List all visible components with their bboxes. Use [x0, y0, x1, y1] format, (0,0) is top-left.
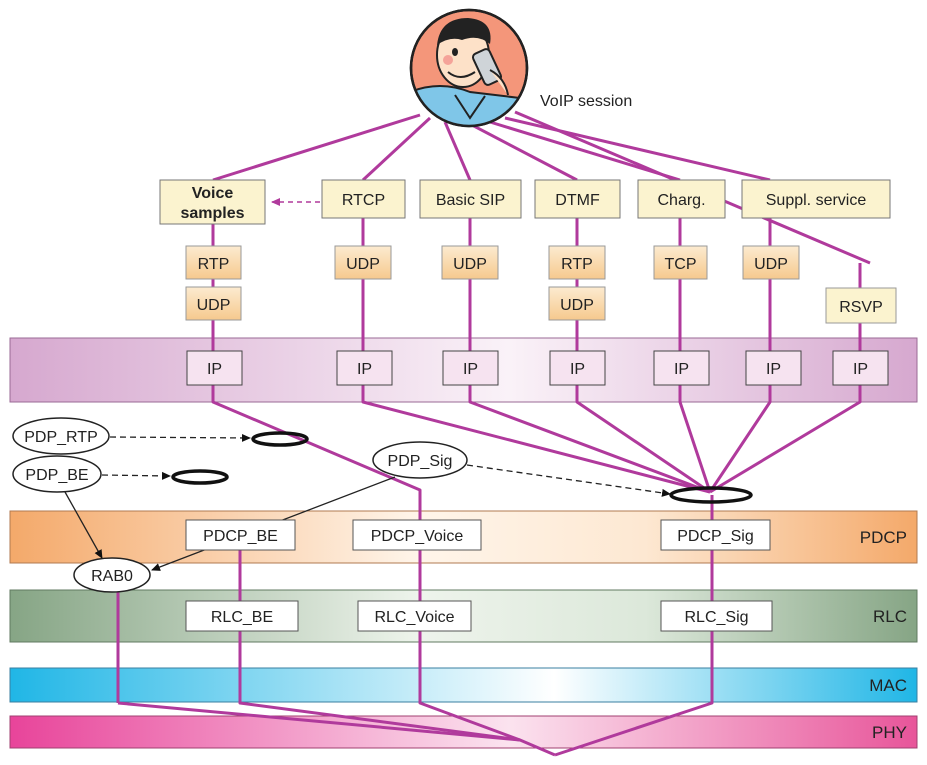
udp-label: UDP [346, 256, 380, 273]
voice-samples-label-line2: samples [180, 205, 244, 222]
pdp-sig-node: PDP_Sig [372, 441, 468, 479]
udp-label: UDP [560, 297, 594, 314]
rab0-label: RAB0 [91, 568, 133, 585]
ip-label: IP [853, 361, 868, 378]
pdp-be-arrow [101, 471, 171, 480]
ip-label: IP [207, 361, 222, 378]
transport-rsvp: RSVP [825, 287, 897, 324]
rtcp-label: RTCP [342, 192, 385, 209]
pdp-be-context-ring [171, 469, 229, 485]
pdp-be-to-rab-arrow [64, 491, 103, 559]
person-on-phone-icon [409, 8, 529, 128]
rab0-node: RAB0 [73, 557, 151, 593]
rlc-voice-label: RLC_Voice [374, 609, 454, 626]
pdp-sig-context-ring [669, 486, 753, 504]
ip-boxes: IP IP IP IP IP IP IP [186, 350, 889, 386]
transport-tcp-charg: TCP [653, 245, 708, 280]
transport-udp-dtmf: UDP [548, 286, 606, 321]
phy-layer-label: PHY [872, 723, 907, 742]
rtp-label: RTP [561, 256, 593, 273]
ip-label: IP [357, 361, 372, 378]
tcp-label: TCP [665, 256, 697, 273]
flow-lines [116, 110, 871, 757]
transport-rtp-dtmf: RTP [548, 245, 606, 280]
rlc-be-label: RLC_BE [211, 609, 273, 626]
pdp-sig-arrow [466, 464, 671, 497]
app-box-basic-sip: Basic SIP [419, 179, 522, 219]
mac-layer-label: MAC [869, 676, 907, 695]
app-box-voice-samples: Voice samples [159, 179, 266, 225]
mac-layer-band [9, 667, 918, 703]
app-box-dtmf: DTMF [534, 179, 621, 219]
ip-label: IP [463, 361, 478, 378]
pdp-be-label: PDP_BE [25, 467, 88, 484]
transport-udp-voice: UDP [185, 286, 242, 321]
udp-label: UDP [453, 256, 487, 273]
rlc-sig-label: RLC_Sig [684, 609, 748, 626]
pdp-rtp-label: PDP_RTP [24, 429, 98, 446]
udp-label: UDP [754, 256, 788, 273]
rlc-layer-label: RLC [873, 607, 907, 626]
pdp-rtp-arrow [109, 433, 251, 442]
pdp-rtp-context-ring [251, 431, 309, 447]
transport-udp-suppl: UDP [742, 245, 800, 280]
rsvp-label: RSVP [839, 299, 883, 316]
charg-label: Charg. [657, 192, 705, 209]
suppl-service-label: Suppl. service [766, 192, 867, 209]
rlc-sig-entity: RLC_Sig [660, 600, 773, 632]
ip-label: IP [570, 361, 585, 378]
pdp-sig-label: PDP_Sig [388, 453, 453, 470]
transport-udp-sip: UDP [441, 245, 499, 280]
rlc-be-entity: RLC_BE [185, 600, 299, 632]
pdcp-voice-label: PDCP_Voice [371, 528, 464, 545]
ip-label: IP [674, 361, 689, 378]
voip-session-label: VoIP session [540, 93, 632, 110]
pdcp-layer-label: PDCP [860, 528, 907, 547]
transport-rtp-voice: RTP [185, 245, 242, 280]
pdcp-be-label: PDCP_BE [203, 528, 278, 545]
pdcp-be-entity: PDCP_BE [185, 519, 296, 551]
udp-label: UDP [197, 297, 231, 314]
app-box-charg: Charg. [637, 179, 726, 219]
rlc-voice-entity: RLC_Voice [357, 600, 472, 632]
ip-label: IP [766, 361, 781, 378]
pdp-be-node: PDP_BE [12, 455, 102, 493]
pdcp-sig-label: PDCP_Sig [677, 528, 753, 545]
app-box-rtcp: RTCP [321, 179, 406, 219]
rtp-label: RTP [198, 256, 230, 273]
pdcp-voice-entity: PDCP_Voice [352, 519, 482, 551]
transport-udp-rtcp: UDP [334, 245, 392, 280]
pdp-rtp-node: PDP_RTP [12, 417, 110, 455]
voice-samples-label-line1: Voice [192, 185, 234, 202]
basic-sip-label: Basic SIP [436, 192, 505, 209]
pdcp-sig-entity: PDCP_Sig [660, 519, 771, 551]
app-box-suppl-service: Suppl. service [741, 179, 891, 219]
dtmf-label: DTMF [555, 192, 600, 209]
